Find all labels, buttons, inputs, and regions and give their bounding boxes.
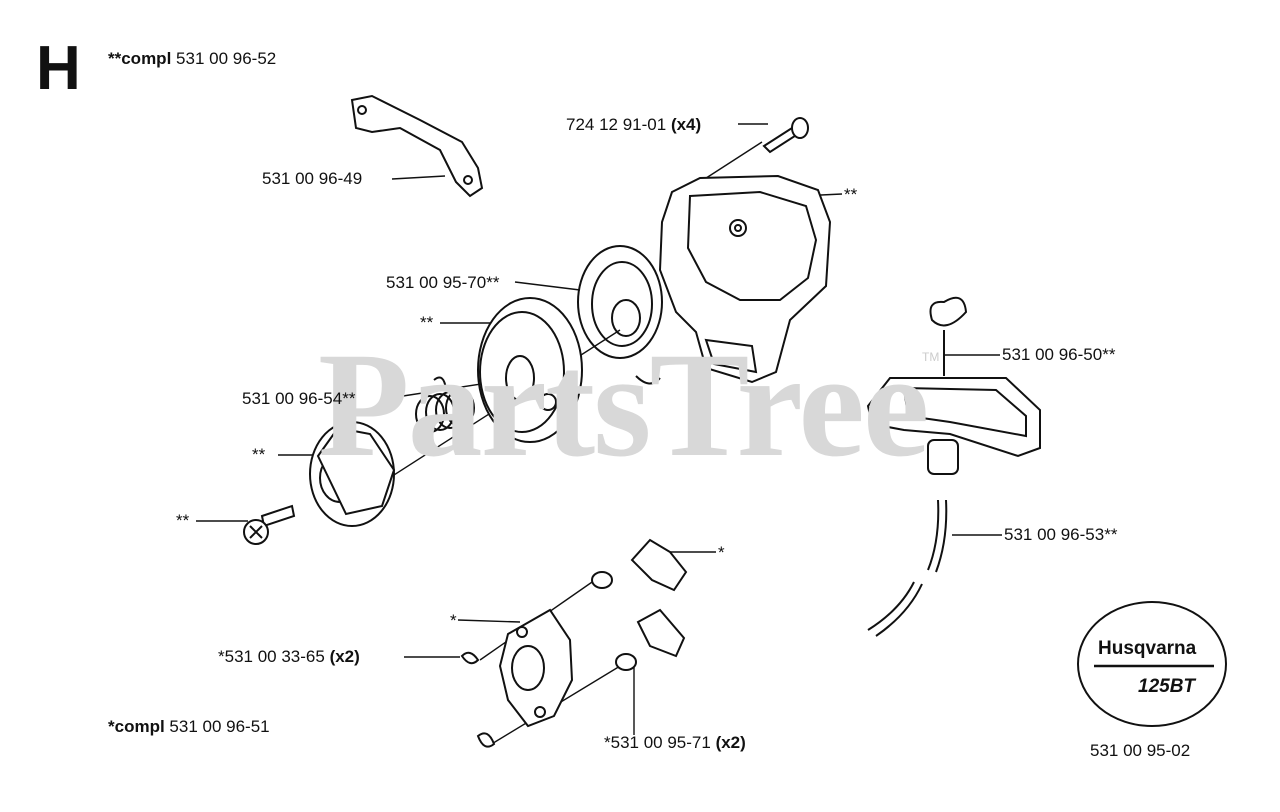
pawl-plate [498, 608, 574, 728]
logo-model-text: 125BT [1138, 676, 1196, 697]
logo-brand-text: Husqvarna [1098, 638, 1197, 659]
part-label-hub: ** [252, 445, 266, 464]
housing-screw [762, 117, 809, 154]
sub-kit-label: *compl 531 00 96-51 [108, 718, 270, 735]
brand-logo [1077, 601, 1227, 727]
watermark: PartsTree [318, 322, 929, 488]
part-label-9571: *531 00 95-71 (x2) [604, 734, 746, 751]
part-3365-quantity: (x2) [329, 647, 360, 666]
part-label-pulley: ** [420, 313, 434, 332]
drawing-number: 531 00 95-02 [1090, 741, 1191, 760]
sub-kit-number: 531 00 96-51 [169, 717, 270, 736]
pawl-parts [460, 538, 688, 748]
starter-handle [866, 296, 1041, 475]
main-kit-label: **compl 531 00 96-52 [108, 50, 276, 67]
part-9571-quantity: (x2) [715, 733, 746, 752]
center-bolt [243, 504, 296, 545]
part-label-plate: * [450, 611, 457, 630]
part-label-bolt: ** [176, 511, 190, 530]
part-9571-number: *531 00 95-71 [604, 733, 711, 752]
part-label-spring-70: 531 00 95-70** [386, 273, 500, 292]
part-label-housing: ** [844, 185, 858, 204]
part-label-screw: 724 12 91-01 (x4) [566, 116, 701, 133]
part-label-rope: 531 00 96-53** [1004, 525, 1118, 544]
starter-housing [658, 174, 832, 384]
main-kit-prefix: **compl [108, 49, 172, 68]
sub-kit-prefix: *compl [108, 717, 165, 736]
pawl-spring-coil [415, 376, 475, 433]
starter-rope [867, 499, 948, 637]
part-3365-number: *531 00 33-65 [218, 647, 325, 666]
bracket-part [350, 94, 484, 198]
drive-hub [309, 421, 396, 527]
screw-number: 724 12 91-01 [566, 115, 667, 134]
recoil-spring [577, 245, 663, 385]
section-letter: H [36, 34, 81, 103]
part-label-pawl: * [718, 543, 725, 562]
screw-quantity: (x4) [670, 115, 702, 134]
main-kit-number: 531 00 96-52 [176, 49, 277, 68]
part-label-handle: 531 00 96-50** [1002, 345, 1116, 364]
watermark-trademark: TM [922, 350, 940, 364]
part-label-3365: *531 00 33-65 (x2) [218, 648, 360, 665]
part-label-spring-54: 531 00 96-54** [242, 389, 356, 408]
part-label-bracket: 531 00 96-49 [262, 169, 363, 188]
rope-pulley [477, 297, 583, 443]
